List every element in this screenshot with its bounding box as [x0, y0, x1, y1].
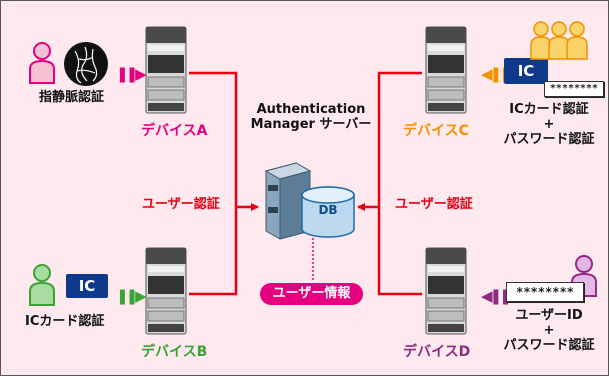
arrow-device-d: ◀❚❚ [481, 287, 512, 305]
printer-icon-device-c [425, 26, 467, 114]
device-b-label: デバイスB [141, 344, 208, 360]
device-c-auth-line1: ICカード認証 [509, 102, 589, 117]
line-device-a [189, 71, 238, 207]
line-device-c [377, 71, 422, 207]
device-d-label: デバイスD [403, 344, 471, 360]
arrow-device-a: ❚❚▶ [116, 65, 147, 83]
device-c-auth-line2: パスワード認証 [503, 131, 595, 147]
password-field-device-c: ******** [544, 81, 604, 97]
server-icon [264, 162, 355, 240]
server-title: Authentication Manager サーバー [241, 102, 381, 133]
printer-icon-device-d [425, 247, 467, 335]
ic-card-icon-device-c: IC [504, 58, 548, 84]
db-label: DB [318, 203, 338, 217]
person-icon-device-a [29, 42, 55, 84]
device-d-auth-label: ユーザーID + パスワード認証 [494, 308, 604, 354]
device-b-auth-label: ICカード認証 [25, 314, 105, 329]
line-device-d [377, 207, 422, 296]
user-info-badge: ユーザー情報 [260, 283, 363, 305]
server-title-line2: Manager サーバー [250, 116, 372, 132]
printer-icon-device-b [145, 247, 187, 335]
arrow-device-c: ◀❚❚ [481, 65, 512, 83]
line-device-b [189, 207, 238, 296]
printer-icon-device-a [145, 26, 187, 114]
finger-vein-icon [64, 42, 108, 86]
user-auth-left-label: ユーザー認証 [142, 197, 220, 212]
group-icon-device-c [530, 21, 588, 60]
user-auth-right-label: ユーザー認証 [395, 197, 473, 212]
device-a-label: デバイスA [141, 123, 208, 139]
device-c-auth-plus: + [543, 116, 555, 132]
device-d-auth-line2: パスワード認証 [503, 337, 595, 353]
server-title-line1: Authentication [256, 102, 366, 117]
password-field-device-d: ******** [506, 282, 584, 302]
device-d-auth-plus: + [543, 322, 555, 338]
device-d-auth-line1: ユーザーID [515, 308, 583, 323]
arrow-device-b: ❚❚▶ [116, 287, 147, 305]
person-icon-device-b [29, 264, 55, 306]
ic-card-icon-device-b: IC [66, 274, 108, 298]
device-c-auth-label: ICカード認証 + パスワード認証 [494, 102, 604, 148]
device-c-label: デバイスC [403, 123, 469, 139]
device-a-auth-label: 指静脈認証 [39, 90, 105, 105]
